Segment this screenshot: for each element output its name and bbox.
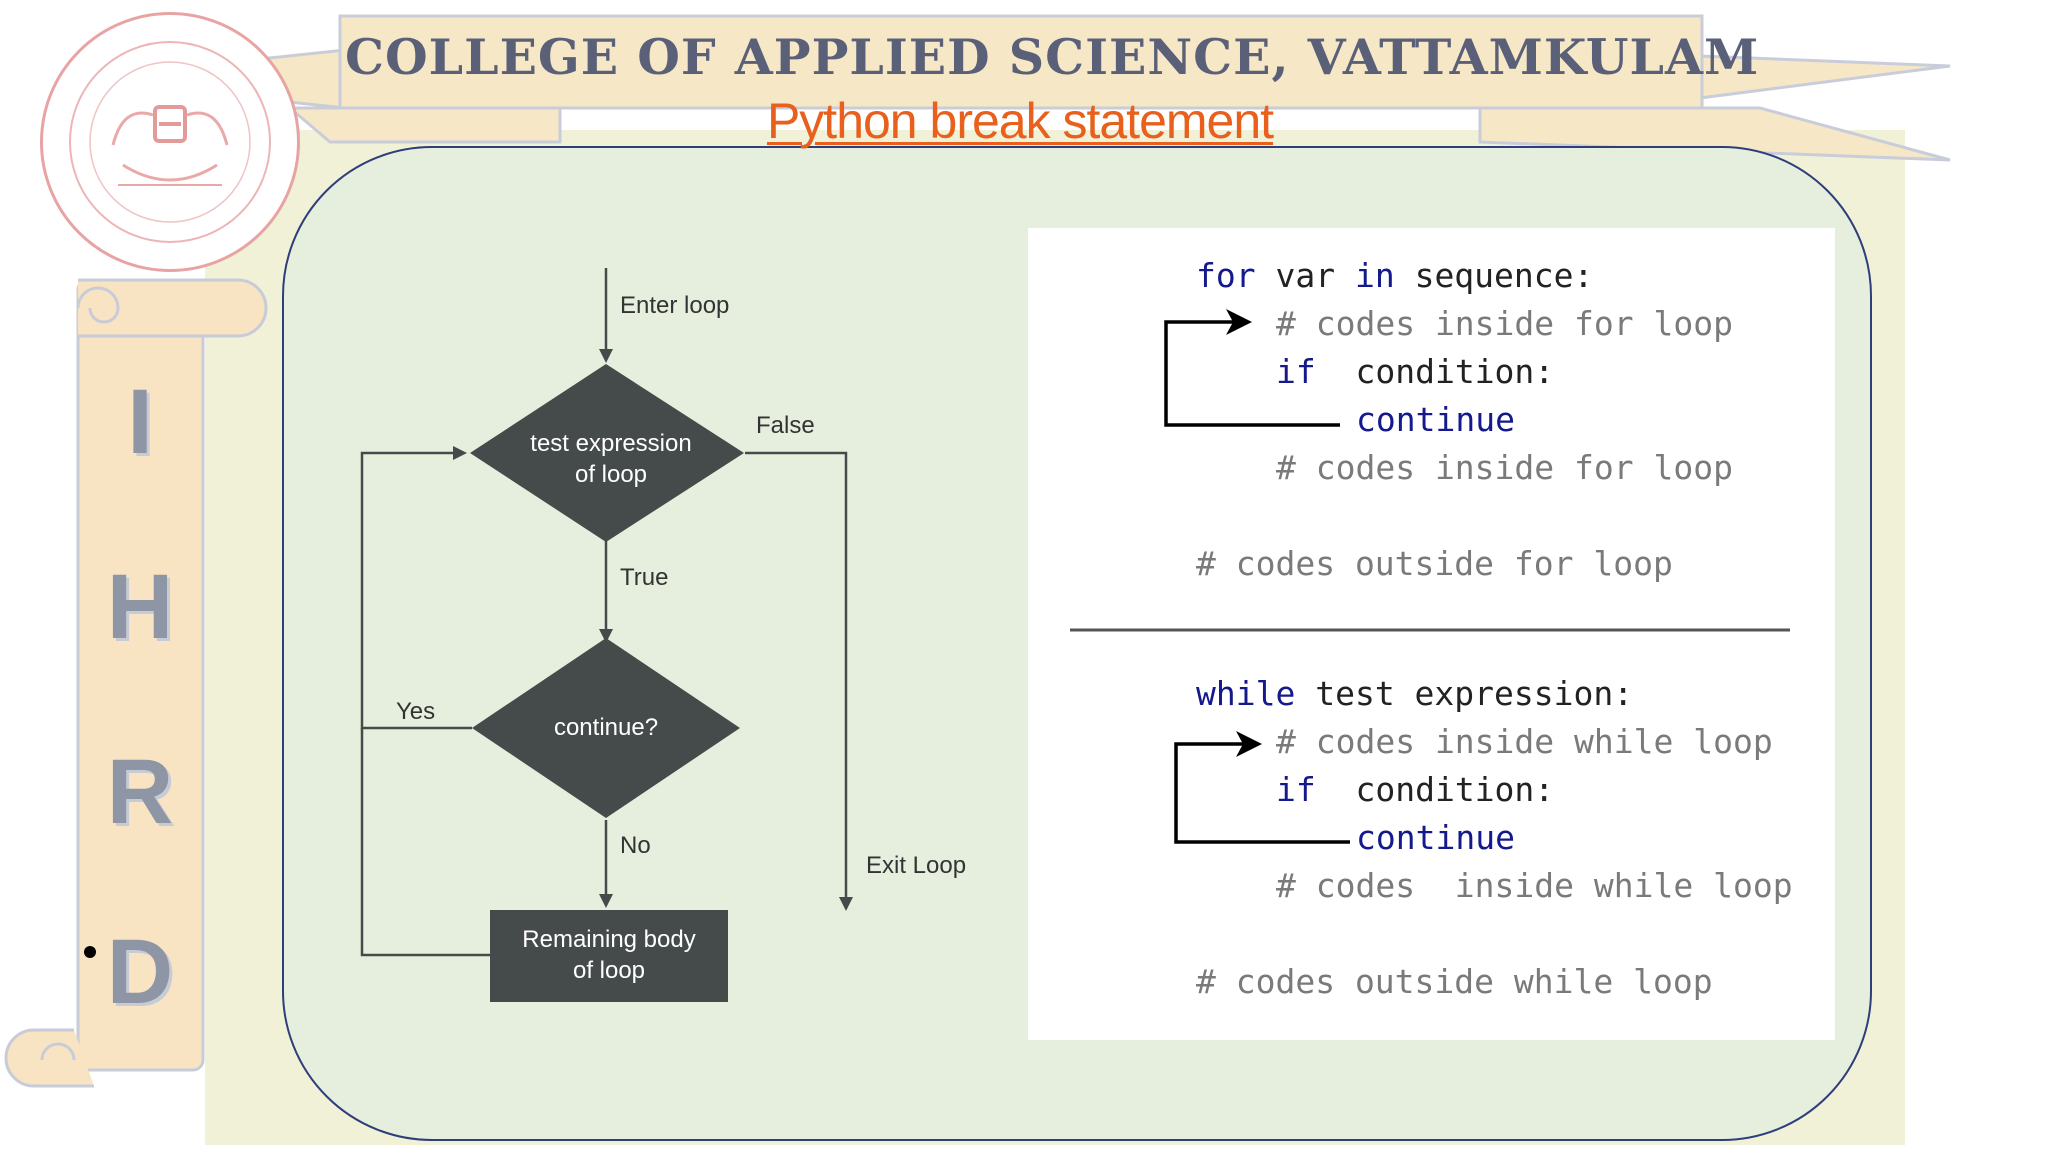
true-label: True [620,564,669,591]
if-keyword: if [1276,770,1316,809]
for-var: var [1255,256,1355,295]
sidebar-letter-r: R [106,741,174,843]
in-keyword: in [1354,256,1395,295]
remaining-body-box [490,910,728,1002]
for-continue-arrow [1164,309,1340,427]
continue-question-text: continue? [553,714,659,741]
body-return-line [360,728,490,957]
test-expression-text: test expression of loop [500,428,722,490]
no-label: No [620,832,651,859]
for-line-6: # codes outside for loop [1196,544,1673,583]
while-keyword: while [1196,674,1296,713]
yes-loop-arrow [360,446,472,730]
college-seal-logo [40,12,300,272]
for-line-2: # codes inside for loop [1276,304,1733,343]
while-line-5: # codes inside while loop [1276,866,1793,905]
scroll-sidebar [4,278,268,1088]
if-condition: condition: [1315,352,1555,391]
false-arrow [745,451,853,911]
remaining-body-line-2: of loop [572,957,646,984]
code-loop-arrows [1070,309,1790,844]
while-continue-arrow [1174,731,1350,844]
continue-diamond [472,638,740,818]
bullet-dot [84,946,96,958]
for-sequence: sequence: [1394,256,1594,295]
false-label: False [756,412,815,439]
code-panel: for var in sequence: # codes inside for … [1028,228,1835,1040]
while-line-4: continue [1356,818,1515,857]
while-line-2: # codes inside while loop [1276,722,1773,761]
while-line-6: # codes outside while loop [1196,962,1713,1001]
sidebar-letter-i: I [127,371,153,473]
college-name: COLLEGE OF APPLIED SCIENCE, VATTAMKULAM [345,28,1760,86]
sidebar-letter-h: H [106,556,174,658]
slide-title: Python break statement [766,93,1274,149]
elephant-seal-icon [69,41,271,243]
test-expression-diamond [470,364,744,542]
while-line-1: while test expression: [1196,674,1633,713]
for-line-4: continue [1356,400,1515,439]
for-keyword: for [1196,256,1256,295]
yes-label: Yes [396,698,436,725]
while-line-3: if condition: [1276,770,1554,809]
if-condition: condition: [1315,770,1555,809]
enter-loop-label: Enter loop [620,292,730,319]
test-expression-line-2: of loop [574,461,648,488]
for-line-1: for var in sequence: [1196,256,1593,295]
if-keyword: if [1276,352,1316,391]
sidebar-letter-d: D [106,921,174,1023]
test-expression-line-1: test expression [530,430,692,457]
exit-loop-label: Exit Loop [866,852,967,879]
remaining-body-line-1: Remaining body [522,926,696,953]
while-test: test expression: [1295,674,1634,713]
remaining-body-text: Remaining body of loop [490,924,728,986]
for-line-3: if condition: [1276,352,1554,391]
for-line-5: # codes inside for loop [1276,448,1733,487]
